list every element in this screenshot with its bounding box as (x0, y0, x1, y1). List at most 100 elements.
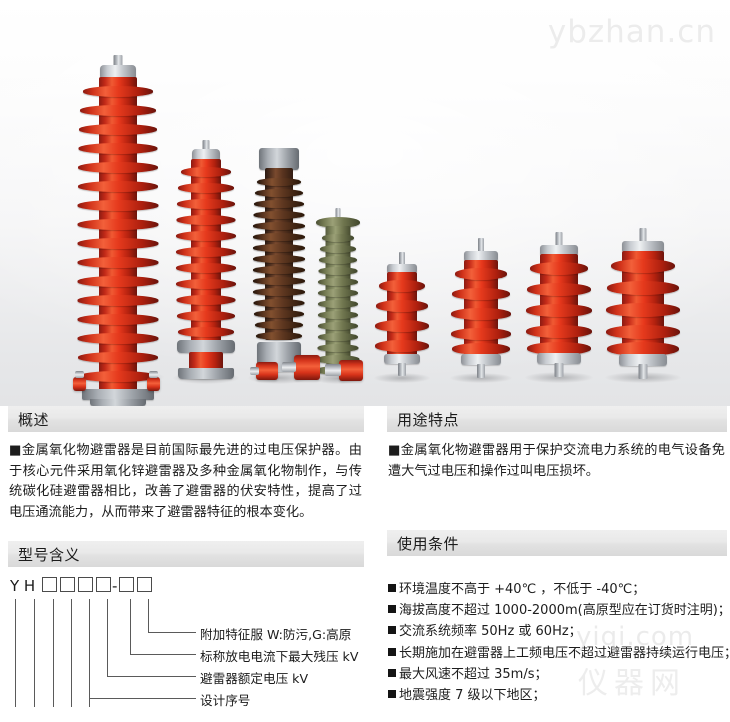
product-barrel-unit-2 (282, 352, 322, 384)
terminal-bolt (335, 208, 341, 218)
shed (78, 143, 157, 154)
base-flange (537, 353, 581, 364)
top-flange (99, 65, 136, 78)
product-shadow (450, 373, 512, 383)
top-terminal-block (259, 148, 299, 170)
shed (176, 263, 236, 273)
watermark-top-right: ybzhan.cn (547, 14, 716, 50)
shed (376, 300, 428, 312)
list-item: 最大风速不超过 35m/s； (388, 665, 727, 685)
leader-line-v (53, 599, 55, 707)
shed (176, 295, 236, 305)
shed (253, 299, 305, 307)
top-cap-shed (316, 217, 360, 228)
top-flange (464, 251, 498, 262)
shed (253, 277, 305, 285)
leader-line-h (107, 676, 196, 678)
model-code-box (136, 577, 152, 592)
model-code-dash: - (112, 577, 118, 595)
bullet-square-icon (388, 668, 396, 677)
shed (320, 245, 356, 253)
base-flange (619, 354, 667, 366)
shed (526, 325, 592, 338)
condition-text: 地震强度 7 级以下地区； (399, 688, 546, 704)
shed (319, 256, 357, 264)
shed (253, 211, 305, 219)
shed (176, 247, 236, 257)
terminal-bolt (399, 252, 405, 265)
barrel-terminal (325, 364, 341, 376)
base-foot (262, 364, 296, 372)
shed (176, 215, 236, 225)
product-polymer-arrester-small-3 (522, 232, 596, 383)
terminal-bolt (478, 238, 484, 252)
model-code-box (118, 577, 134, 592)
shed (253, 266, 305, 274)
shed (176, 231, 236, 241)
model-code-string: Y H - (10, 577, 153, 595)
shed (318, 300, 358, 308)
shed (611, 259, 675, 273)
shed (451, 328, 511, 340)
condition-text: 海拔高度不超过 1000-2000m(高原型应在订货时注明)； (399, 603, 730, 619)
section-header-usage-features: 用途特点 (387, 406, 727, 432)
terminal-bolt (113, 55, 122, 67)
shed (77, 162, 158, 173)
section-title-usage-features: 用途特点 (397, 410, 460, 429)
shed (77, 238, 158, 249)
product-shadow (374, 373, 430, 383)
shed (530, 262, 588, 275)
shed (318, 289, 358, 297)
shed (606, 303, 680, 317)
model-code-box (41, 577, 57, 592)
bullet-square-icon (388, 690, 396, 699)
model-legend-2: 标称放电电流下最大残压 kV (200, 649, 359, 664)
terminal-bolt (555, 232, 563, 246)
shed (77, 181, 158, 192)
shed (375, 320, 429, 332)
product-polymer-arrester-small-1 (372, 252, 432, 383)
model-designation-diagram: Y H - 附加特征服 W:防污,G:高原 标称放电电流下最大残压 kV 避雷器… (8, 577, 364, 708)
top-flange (622, 241, 664, 253)
bullet-square-icon (388, 584, 396, 592)
product-tall-polymer-arrester-large (71, 55, 164, 406)
product-photo-banner: ybzhan.cn (0, 0, 730, 406)
leader-line-h (148, 632, 196, 634)
base-insulator-right (147, 377, 160, 391)
lower-body (189, 352, 223, 370)
shed (527, 342, 591, 355)
model-code-box (59, 577, 75, 592)
condition-text: 长期施加在避雷器上工频电压不超过避雷器持续运行电压； (399, 645, 730, 661)
product-polymer-arrester-small-2 (447, 238, 515, 383)
shed (82, 86, 153, 97)
shed (526, 304, 592, 317)
shed (181, 167, 231, 177)
shed (318, 278, 358, 286)
shed (253, 255, 305, 263)
base-flange (461, 354, 501, 365)
base-bolt (638, 364, 648, 379)
leader-line-v (15, 599, 17, 707)
condition-text: 最大风速不超过 35m/s； (399, 666, 548, 682)
shed (452, 343, 510, 355)
shed (79, 105, 156, 116)
shed (177, 311, 235, 321)
shed (317, 344, 359, 352)
shed (256, 332, 302, 340)
shed (77, 200, 158, 211)
terminal-bolt (202, 140, 210, 151)
base-insulator-left (73, 377, 86, 391)
conditions-list: 环境温度不高于 +40℃ ，不低于 -40℃； 海拔高度不超过 1000-200… (387, 572, 730, 706)
shed (451, 308, 511, 320)
content-area: 概述 ■金属氧化物避雷器是目前国际最先进的过电压保护器。由于核心元件采用氧化锌避… (0, 406, 730, 708)
mounting-flange (177, 340, 235, 353)
shed (318, 267, 358, 275)
leader-line-v (107, 599, 109, 677)
shed (177, 199, 235, 209)
top-flange (540, 245, 578, 256)
top-flange (387, 264, 417, 274)
leader-line-h (89, 698, 196, 700)
leader-line-v (130, 599, 132, 655)
shed (253, 222, 305, 230)
shed (178, 327, 234, 337)
